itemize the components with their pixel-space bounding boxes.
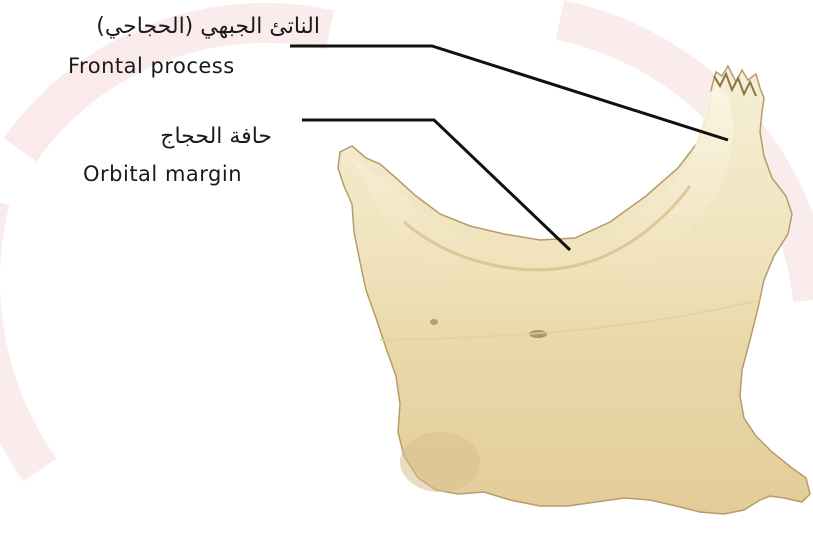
label-orbital-margin-arabic: حافة الحجاج — [60, 124, 272, 149]
bone-pit — [430, 319, 438, 325]
label-orbital-margin-english: Orbital margin — [83, 162, 242, 186]
bone-tubercle — [400, 432, 480, 492]
label-frontal-process-arabic: الناتئ الجبهي (الحجاجي) — [10, 14, 320, 39]
label-frontal-process-english: Frontal process — [68, 54, 235, 78]
